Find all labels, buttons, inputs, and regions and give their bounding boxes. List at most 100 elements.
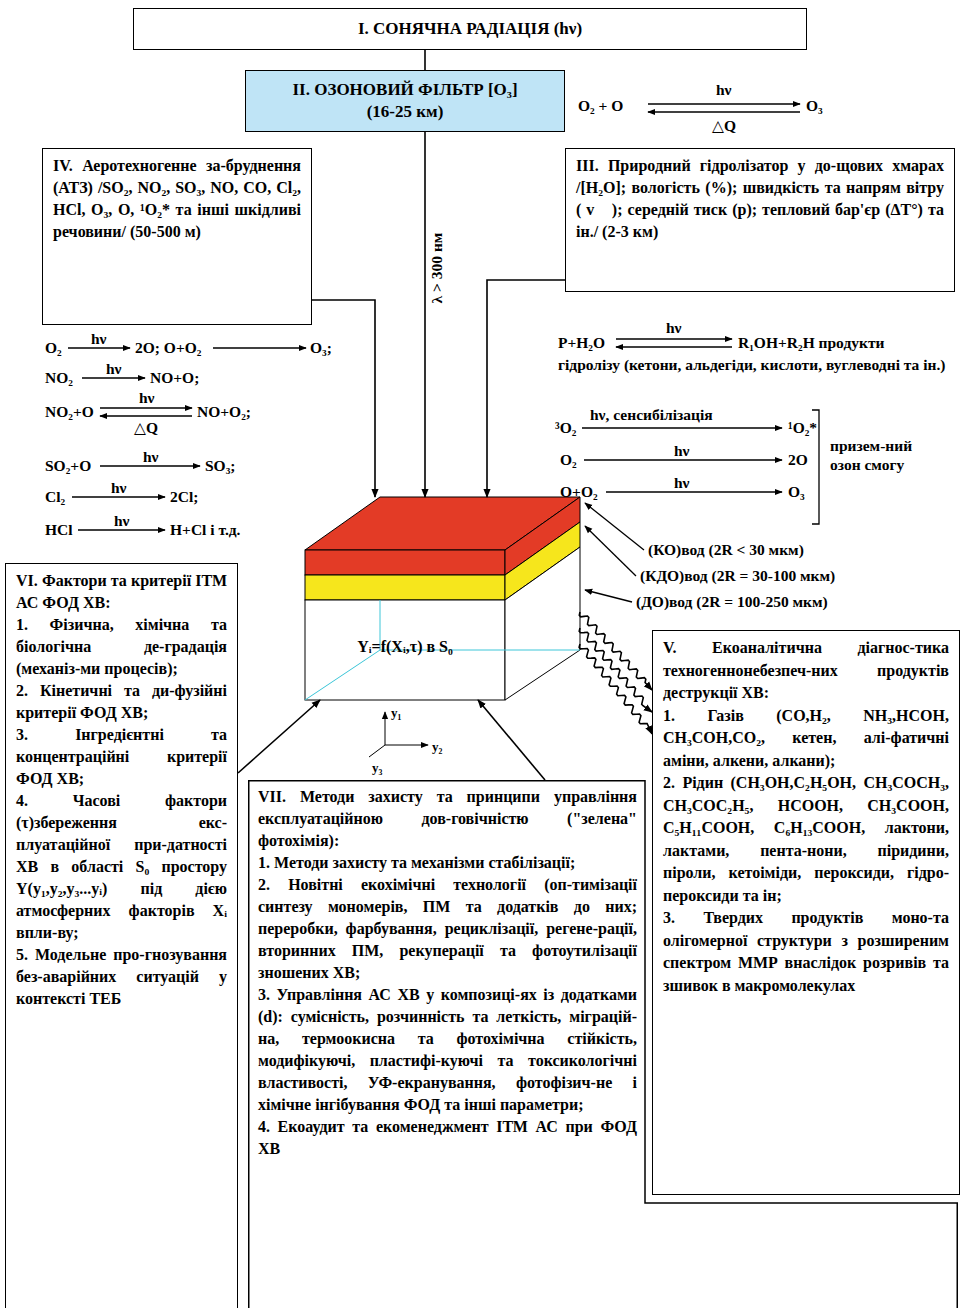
formula-label: O+O₂ [560, 482, 598, 501]
formula-label: P+H₂O [558, 333, 605, 352]
layer-leaders-part [585, 526, 636, 576]
reaction-arrows-part [584, 459, 782, 460]
formula-label: hν [716, 80, 732, 99]
edge-label: λ > 300 нм [428, 233, 446, 304]
formula-label: NO₂ [45, 368, 73, 387]
formula-label: O₃ [806, 96, 823, 115]
formula-label: 2O; O+O₂ [135, 338, 201, 357]
layer-leaders-part [585, 503, 644, 550]
hidden-edges-part [305, 650, 380, 700]
wavy-connector [579, 628, 652, 712]
formula-label: NO+O; [150, 368, 199, 387]
layer-leaders [585, 503, 644, 602]
formula-label: hν, сенсибілізація [590, 405, 713, 424]
reaction-arrows-part [72, 496, 165, 497]
reaction-arrows-part [68, 347, 130, 348]
formula-label: (ДО)вод (2R = 100-250 мкм) [636, 592, 828, 611]
pollution-box: IV. Аеротехногенне за-бруднення (АТЗ) /S… [42, 148, 312, 325]
formula-label: Cl₂ [45, 487, 65, 506]
formula-label: SO₂+O [45, 456, 91, 475]
connector [238, 700, 320, 773]
reaction-arrows-part [616, 346, 732, 347]
layer-leaders-part [585, 590, 632, 602]
formula-label: (КДО)вод (2R = 30-100 мкм) [640, 566, 835, 585]
formula-label: hν [139, 388, 155, 407]
formula-label: HCl [45, 520, 73, 539]
reaction-arrows-part [648, 111, 800, 112]
formula-label: hν [111, 478, 127, 497]
formula-label: NO₂+O [45, 402, 94, 421]
reaction-arrows-part [213, 347, 306, 348]
connector [424, 132, 426, 497]
reaction-arrows-part [100, 407, 192, 408]
formula-label: SO₃; [205, 456, 236, 475]
layer-block-part [305, 550, 505, 575]
title-box: I. СОНЯЧНА РАДІАЦІЯ (hν) [133, 8, 807, 50]
reaction-arrows-part [606, 491, 782, 492]
box-text: 4. Часові фактори (τ)збереження екс-плуа… [16, 790, 227, 944]
box-heading: II. ОЗОНОВИЙ ФІЛЬТР [O₃] [256, 79, 554, 101]
connector [424, 50, 426, 70]
formula-label: 2O [788, 450, 808, 469]
formula-label: NO+O₂; [197, 402, 251, 421]
wavy-connector [579, 644, 652, 734]
box-text: (16-25 км) [256, 101, 554, 123]
box-text: 2. Рідин (CH₃OH,C₂H₅OH, CH₃COCH₃, CH₃COC… [663, 772, 949, 907]
formula-label: hν [666, 318, 682, 337]
formula-label: H+Cl і т.д. [170, 520, 240, 539]
formula-label: y₂ [432, 737, 442, 756]
formula-label: ¹O₂* [788, 418, 817, 437]
connector [487, 280, 565, 497]
formula-label: ³O₂ [555, 418, 576, 437]
box-text: 3. Твердих продуктів моно-та олігомерної… [663, 907, 949, 997]
formula-label: △Q [712, 116, 736, 135]
reaction-arrows-part [82, 377, 145, 378]
box-text: 2. Кінетичні та ди-фузійні критерії ФОД … [16, 680, 227, 724]
formula-label: O₂ [45, 338, 62, 357]
box-text: III. Природний гідролізатор у до-щових х… [576, 155, 944, 243]
axes-part [385, 745, 428, 746]
reaction-arrows-part [648, 103, 800, 104]
formula-label: hν [674, 441, 690, 460]
axes-part [385, 712, 386, 745]
factors-box: VI. Фактори та критерії ІТМ АС ФОД ХВ:1.… [5, 563, 238, 1308]
box-text: Yᵢ=f(Xᵢ,τ) в S₀ [305, 637, 505, 657]
box-text: 1. Фізична, хімічна та біологічна де-гра… [16, 614, 227, 680]
reaction-arrows-part [616, 338, 732, 339]
formula-label: hν [674, 473, 690, 492]
formula-label: y₃ [372, 758, 382, 777]
formula-label: △Q [134, 418, 158, 437]
hydrolysis-box: III. Природний гідролізатор у до-щових х… [565, 148, 955, 292]
layer-block-part [305, 575, 505, 600]
box-heading: VI. Фактори та критерії ІТМ АС ФОД ХВ: [16, 570, 227, 614]
formula-label: hν [106, 359, 122, 378]
layer-block-part [505, 547, 580, 700]
reaction-arrows-part [100, 415, 192, 416]
formula-label: O₂ [560, 450, 577, 469]
diagnostics-box: V. Екоаналітична діагнос-тика техногенно… [652, 630, 960, 1195]
formula-label: R₁OH+R₂H продукти [738, 333, 884, 352]
wavy-connector [579, 612, 652, 690]
formula-label: призем-ний озон смогу [830, 436, 915, 474]
formula-label: hν [91, 329, 107, 348]
axes-part [369, 745, 385, 757]
formula-label: y₁ [391, 703, 401, 722]
layer-block [305, 497, 580, 700]
ozone-box: II. ОЗОНОВИЙ ФІЛЬТР [O₃](16-25 км) [245, 70, 565, 132]
box-text: IV. Аеротехногенне за-бруднення (АТЗ) /S… [53, 155, 301, 243]
material-block: Yᵢ=f(Xᵢ,τ) в S₀ [305, 497, 580, 700]
formula-label: (КО)вод (2R < 30 мкм) [648, 540, 804, 559]
hidden-edges [305, 600, 580, 700]
formula-label: O₃ [788, 482, 805, 501]
formula-label: hν [143, 447, 159, 466]
box-text: 5. Модельне про-гнозування без-аварійних… [16, 944, 227, 1010]
formula-label: O₂ + O [578, 96, 623, 115]
formula-label: 2Cl; [170, 487, 198, 506]
formula-label: O₃; [310, 338, 332, 357]
box-text: I. СОНЯЧНА РАДІАЦІЯ (hν) [144, 18, 796, 40]
formula-label: гідролізу (кетони, альдегіди, кислоти, в… [558, 355, 958, 374]
box-text: 1. Газів (CO,H₂, NH₃,HCOH, CH₃COH,CO₂, к… [663, 705, 949, 773]
formula-label: hν [114, 511, 130, 530]
connector [478, 700, 545, 780]
